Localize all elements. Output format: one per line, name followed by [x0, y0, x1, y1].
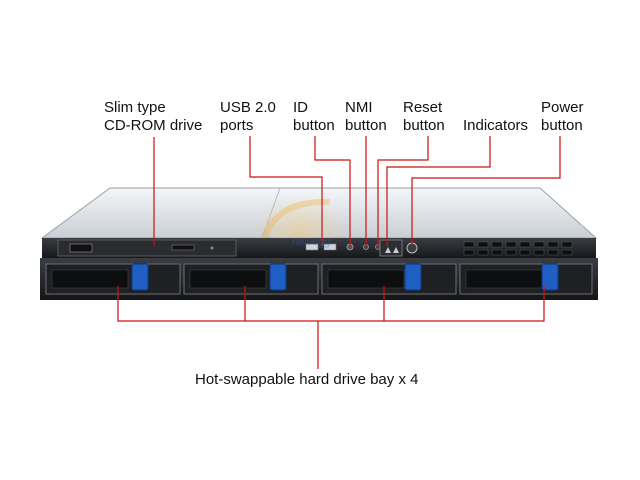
callout-lines: [117, 136, 561, 369]
usb-port-2: [323, 243, 337, 251]
label-reset-button: Reset button: [403, 99, 445, 134]
drive-bay-latch-1: [131, 263, 149, 291]
drive-bay-latch-3: [404, 263, 422, 291]
front-vents: [463, 241, 573, 256]
drive-bay-1: [45, 263, 181, 295]
callout-power: [411, 136, 561, 246]
callout-usb: [249, 136, 323, 246]
indicator-panel: [379, 239, 403, 257]
label-id-button: ID button: [293, 99, 335, 134]
label-power-button: Power button: [541, 99, 584, 134]
drive-bay-latch-4: [541, 263, 559, 291]
callout-indicators: [386, 136, 491, 246]
callout-reset: [377, 136, 429, 246]
drive-bay-4: [459, 263, 593, 295]
usb-port-1: [305, 243, 319, 251]
callout-drive-bays: [117, 286, 545, 322]
label-drive-bays: Hot-swappable hard drive bay x 4: [195, 371, 419, 388]
label-indicators: Indicators: [463, 117, 529, 134]
watermark-text: newegg: [292, 236, 331, 248]
label-cdrom: Slim type CD-ROM drive: [104, 99, 203, 134]
callout-id: [314, 136, 351, 246]
drive-bay-3: [321, 263, 457, 295]
label-nmi-button: NMI button: [345, 99, 387, 134]
label-usb: USB 2.0 ports: [220, 99, 276, 134]
drive-bay-latch-2: [269, 263, 287, 291]
cdrom-drive: [57, 239, 237, 257]
drive-bay-2: [183, 263, 319, 295]
